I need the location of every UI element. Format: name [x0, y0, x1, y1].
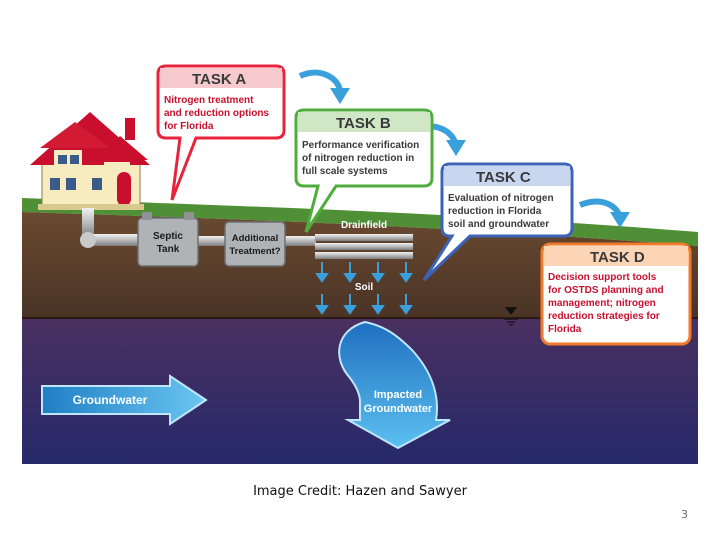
- percolation-arrows: [315, 262, 413, 315]
- treatment-label-line1: Additional: [232, 233, 278, 244]
- impacted-label-line1: Impacted: [374, 389, 422, 401]
- impacted-groundwater-plume: [338, 320, 451, 450]
- impacted-label-line2: Groundwater: [364, 403, 433, 415]
- task-d-line2: for OSTDS planning and: [548, 285, 664, 296]
- connector-arrow-cd: [578, 198, 630, 228]
- groundwater-label: Groundwater: [73, 393, 148, 407]
- task-c-line2: reduction in Florida: [448, 206, 542, 217]
- soil-label: Soil: [355, 282, 374, 293]
- task-d-line3: management; nitrogen: [548, 298, 656, 309]
- task-a-callout: TASK A Nitrogen treatment and reduction …: [156, 64, 286, 201]
- septic-tank: Septic Tank: [137, 212, 199, 267]
- task-b-line3: full scale systems: [302, 166, 388, 177]
- task-d-line1: Decision support tools: [548, 272, 657, 283]
- septic-label-line2: Tank: [157, 244, 180, 255]
- image-credit-caption: Image Credit: Hazen and Sawyer: [253, 484, 467, 499]
- additional-treatment-box: Additional Treatment?: [224, 221, 286, 267]
- task-d-line4: reduction strategies for: [548, 311, 660, 322]
- connector-arrow-ab: [298, 69, 350, 104]
- drainfield-label: Drainfield: [341, 220, 387, 231]
- task-a-title: TASK A: [192, 71, 246, 88]
- house-pipe: [80, 208, 316, 248]
- page-number: 3: [681, 508, 688, 521]
- task-a-line3: for Florida: [164, 121, 214, 132]
- task-b-title: TASK B: [336, 115, 391, 132]
- task-d-callout: TASK D Decision support tools for OSTDS …: [540, 242, 692, 346]
- septic-label-line1: Septic: [153, 231, 183, 242]
- task-b-callout: TASK B Performance verification of nitro…: [294, 108, 434, 233]
- drainfield-pipes: [315, 234, 413, 259]
- task-b-line2: of nitrogen reduction in: [302, 153, 414, 164]
- task-c-callout: TASK C Evaluation of nitrogen reduction …: [422, 162, 574, 282]
- task-a-line1: Nitrogen treatment: [164, 95, 254, 106]
- water-table-icon: [504, 307, 518, 326]
- task-d-line5: Florida: [548, 324, 582, 335]
- house-icon: [30, 112, 150, 210]
- task-b-line1: Performance verification: [302, 140, 419, 151]
- task-c-title: TASK C: [476, 169, 531, 186]
- task-c-line3: soil and groundwater: [448, 219, 549, 230]
- groundwater-arrow: [41, 374, 208, 426]
- treatment-label-line2: Treatment?: [229, 246, 280, 257]
- task-d-title: TASK D: [590, 249, 645, 266]
- task-a-line2: and reduction options: [164, 108, 269, 119]
- task-c-line1: Evaluation of nitrogen: [448, 193, 554, 204]
